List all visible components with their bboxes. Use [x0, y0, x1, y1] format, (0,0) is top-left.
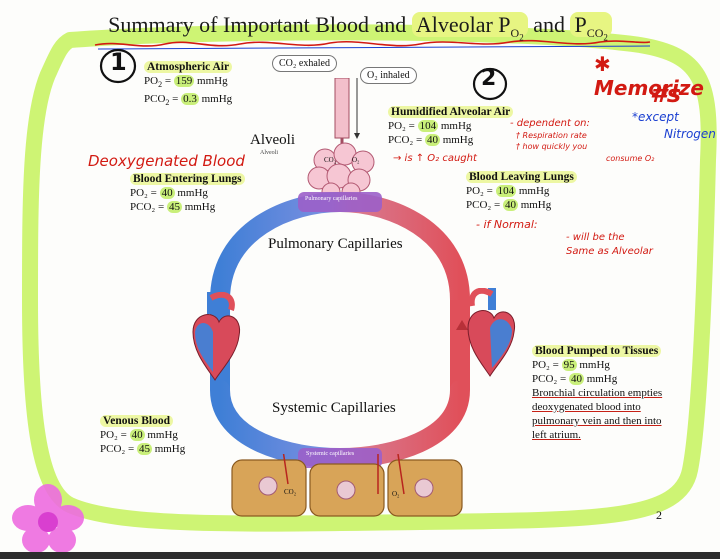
- alveoli-o2-label: O₂: [352, 156, 360, 164]
- blood-entering-lungs-box: Blood Entering Lungs PO₂ = 40 mmHg PCO₂ …: [130, 172, 245, 214]
- deoxygenated-note: Deoxygenated Blood: [88, 152, 245, 170]
- atmospheric-air-box: Atmospheric Air PO2 = 159 mmHg PCO2 = 0.…: [144, 61, 233, 108]
- page-number: 2: [656, 508, 662, 522]
- humidified-pco2-value: 40: [424, 134, 440, 146]
- entering-label: Blood Entering Lungs: [130, 173, 245, 185]
- atmospheric-pco2-value: 0.3: [181, 93, 199, 106]
- humidified-po2-value: 104: [417, 120, 439, 132]
- circle-1-icon: [99, 48, 137, 84]
- humidified-label: Humidified Alveolar Air: [388, 106, 514, 118]
- memorize-note: ✱ Memorize: [594, 52, 704, 100]
- pulmonary-capillaries-label: Pulmonary Capillaries: [268, 236, 403, 252]
- systemic-band-label: Systemic capillaries: [306, 451, 355, 457]
- alveoli-small-label: Alveoli: [260, 150, 278, 156]
- flower-sticker-icon: [12, 484, 84, 553]
- heart-left-icon: [192, 292, 241, 381]
- except-note: *except: [632, 110, 679, 124]
- normal-note-1: - if Normal:: [476, 218, 538, 231]
- pumped-note-3: pulmonary vein and then into: [532, 415, 662, 427]
- atmospheric-label: Atmospheric Air: [144, 61, 233, 73]
- title-alveolar-highlight: Alveolar PO2: [411, 12, 528, 43]
- leaving-po2-value: 104: [495, 185, 517, 197]
- pulmonary-band-label: Pulmonary capillaries: [305, 196, 358, 202]
- systemic-capillaries-label: Systemic Capillaries: [272, 400, 396, 416]
- leaving-pco2-value: 40: [502, 199, 518, 211]
- dependent-note-2: † Respiration rate: [516, 131, 587, 140]
- co2-exhaled-bubble: CO₂ exhaled: [272, 55, 337, 72]
- alveoli-co2-label: CO₂: [324, 156, 337, 164]
- page-title: Summary of Important Blood and Alveolar …: [0, 12, 720, 43]
- tissue-cells-illustration: [231, 454, 463, 517]
- circulation-loop: [210, 191, 470, 469]
- dependent-note-1: - dependent on:: [510, 118, 590, 129]
- normal-note-2: - will be the: [566, 232, 625, 243]
- nitrogen-note: Nitrogen: [664, 127, 716, 141]
- pumped-pco2-value: 40: [568, 373, 584, 385]
- blood-leaving-lungs-box: Blood Leaving Lungs PO₂ = 104 mmHg PCO₂ …: [466, 170, 577, 212]
- bottom-edge: [0, 552, 720, 559]
- caught-note: → is ↑ O₂ caught: [393, 153, 477, 164]
- humidified-alveolar-box: Humidified Alveolar Air PO₂ = 104 mmHg P…: [388, 105, 514, 147]
- title-pco2-highlight: PCO2: [570, 12, 612, 43]
- pumped-note-1: Bronchial circulation empties: [532, 387, 663, 399]
- entering-pco2-value: 45: [166, 201, 182, 213]
- dependent-note-4: consume O₂: [606, 154, 655, 163]
- entering-po2-value: 40: [159, 187, 175, 199]
- circle-2-number: 2: [481, 66, 497, 91]
- pumped-note-2: deoxygenated blood into: [532, 401, 641, 413]
- circle-1-number: 1: [110, 48, 127, 76]
- o2-inhaled-bubble: O₂ inhaled: [360, 67, 417, 84]
- pumped-note-4: left atrium.: [532, 429, 581, 441]
- blood-pumped-tissues-box: Blood Pumped to Tissues PO₂ = 95 mmHg PC…: [532, 345, 663, 441]
- leaving-label: Blood Leaving Lungs: [466, 171, 577, 183]
- tissue-o2-label: O₂: [392, 490, 400, 498]
- atmospheric-po2-value: 159: [173, 75, 195, 87]
- dependent-note-3: † how quickly you: [516, 142, 588, 151]
- alveoli-illustration: [307, 78, 375, 198]
- tissue-co2-label: CO₂: [284, 488, 297, 496]
- venous-label: Venous Blood: [100, 415, 174, 427]
- pumped-po2-value: 95: [561, 359, 577, 371]
- heart-right-icon: [467, 288, 516, 377]
- venous-blood-box: Venous Blood PO₂ = 40 mmHg PCO₂ = 45 mmH…: [100, 415, 186, 455]
- venous-pco2-value: 45: [136, 443, 152, 455]
- numbers-note: #s: [650, 80, 681, 108]
- circle-2-icon: [472, 67, 508, 101]
- pumped-label: Blood Pumped to Tissues: [532, 345, 662, 357]
- normal-note-3: Same as Alveolar: [566, 246, 653, 257]
- alveoli-label: Alveoli: [250, 132, 295, 148]
- venous-po2-value: 40: [129, 429, 145, 441]
